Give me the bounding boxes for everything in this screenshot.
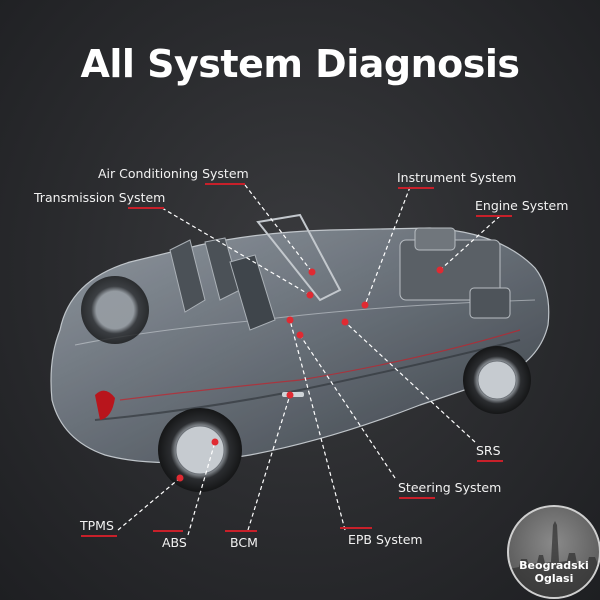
label-underline <box>340 527 372 529</box>
label-underline <box>476 215 512 217</box>
city-skyline-icon <box>509 521 599 597</box>
label-underline <box>399 497 435 499</box>
label-epb: EPB System <box>348 532 423 547</box>
label-engine: Engine System <box>475 198 569 213</box>
callout-lines <box>117 184 501 536</box>
watermark-line2: Oglasi <box>534 572 574 585</box>
label-underline <box>398 187 434 189</box>
label-underline <box>477 460 503 462</box>
label-instrument: Instrument System <box>397 170 517 185</box>
label-abs: ABS <box>162 535 187 550</box>
diagnostic-points <box>176 266 444 482</box>
car-body <box>50 213 550 492</box>
label-air-conditioning: Air Conditioning System <box>98 166 249 181</box>
label-underline <box>128 207 164 209</box>
label-srs: SRS <box>476 443 501 458</box>
label-steering: Steering System <box>398 480 502 495</box>
label-bcm: BCM <box>230 535 258 550</box>
label-underline <box>153 530 183 532</box>
label-underline <box>225 530 257 532</box>
watermark-logo: Beogradski Oglasi <box>507 505 600 599</box>
label-underline <box>81 535 117 537</box>
label-tpms: TPMS <box>80 518 114 533</box>
label-transmission: Transmission System <box>34 190 166 205</box>
label-underline <box>205 183 245 185</box>
watermark-line1: Beogradski <box>519 559 589 572</box>
page-title: All System Diagnosis <box>80 42 520 86</box>
